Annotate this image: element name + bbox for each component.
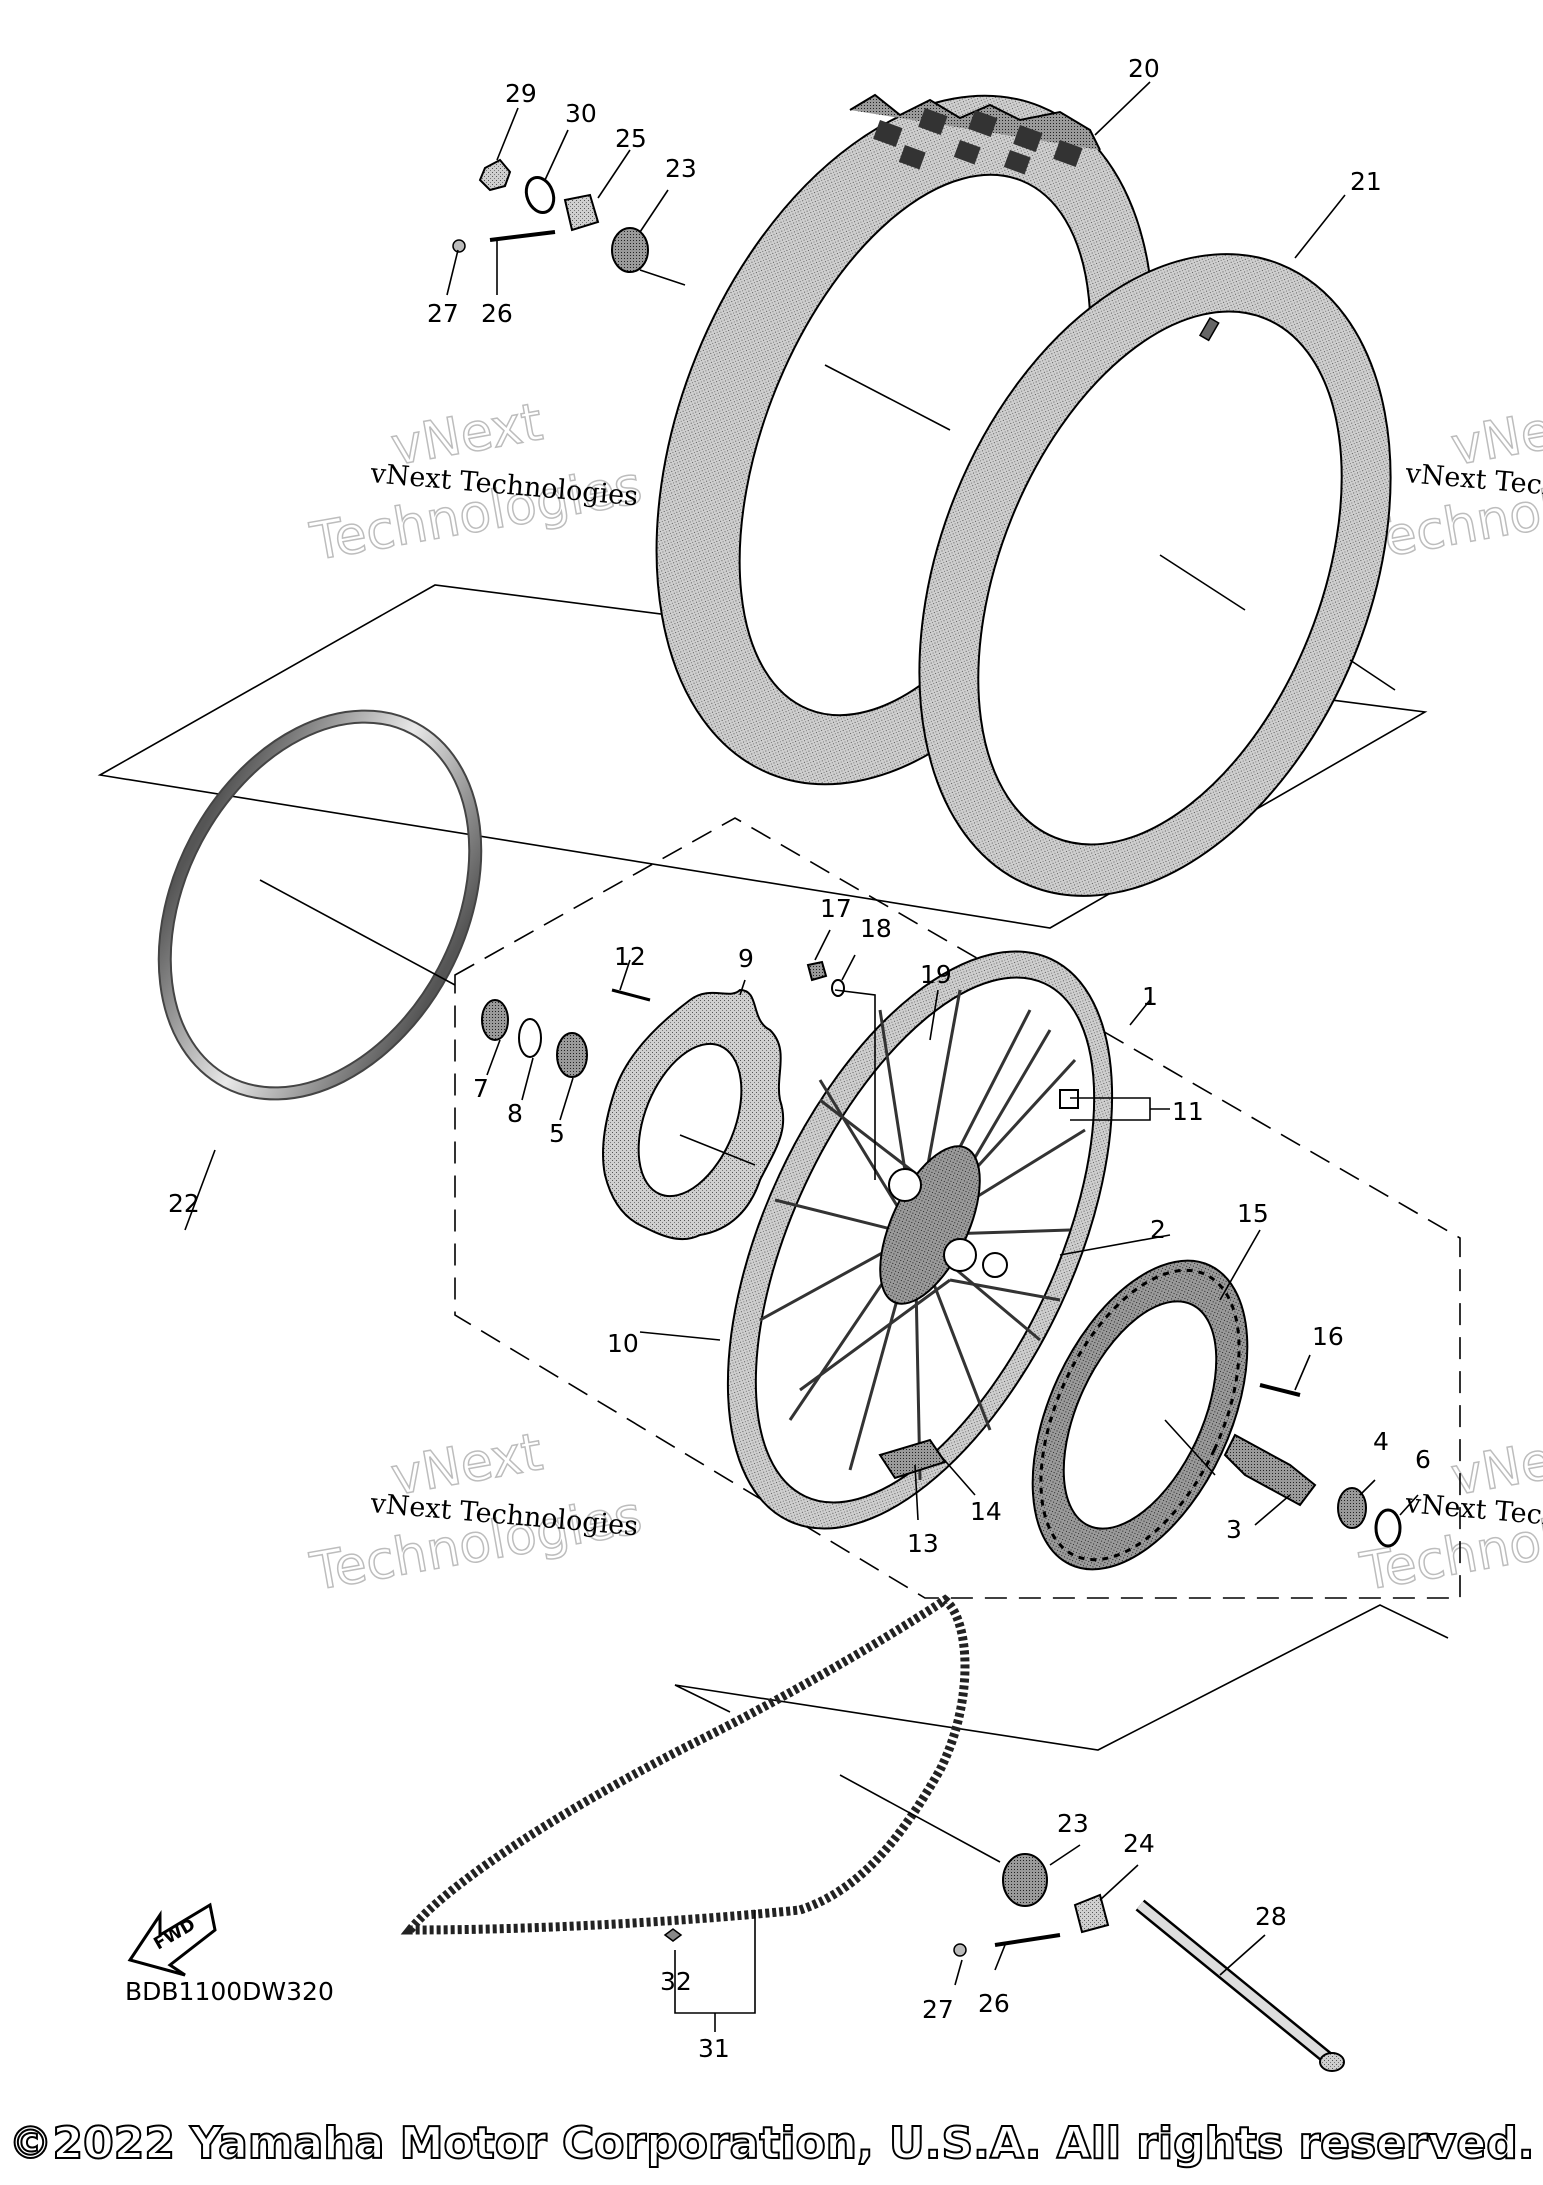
callout-30: 30 [565, 99, 597, 128]
callout-labels: 1 2 3 4 5 6 7 8 9 10 11 12 13 14 15 16 1… [168, 54, 1431, 2063]
callout-1: 1 [1142, 982, 1158, 1011]
callout-2: 2 [1150, 1215, 1166, 1244]
sprocket [1031, 1259, 1249, 1571]
callout-16: 16 [1312, 1322, 1344, 1351]
callout-15: 15 [1237, 1199, 1269, 1228]
callout-22: 22 [168, 1189, 200, 1218]
callout-23-top: 23 [665, 154, 697, 183]
callout-32: 32 [660, 1967, 692, 1996]
callout-11: 11 [1172, 1097, 1204, 1126]
callout-9: 9 [738, 944, 754, 973]
callout-17: 17 [820, 894, 852, 923]
callout-5: 5 [549, 1119, 565, 1148]
watermark-middle: vNext Technologies vNext Technologies [305, 1422, 647, 1604]
callout-14: 14 [970, 1497, 1002, 1526]
callout-26-top: 26 [481, 299, 513, 328]
callout-3: 3 [1226, 1515, 1242, 1544]
callout-31: 31 [698, 2034, 730, 2063]
callout-13: 13 [907, 1529, 939, 1558]
tire-assembly-frame [97, 584, 1428, 929]
callout-26-bottom: 26 [978, 1989, 1010, 2018]
diagram-code: BDB1100DW320 [125, 1977, 334, 2006]
watermark-top: vNext Technologies vNext Technologies [305, 392, 647, 574]
callout-23-bottom: 23 [1057, 1809, 1089, 1838]
callout-20: 20 [1128, 54, 1160, 83]
callout-29: 29 [505, 79, 537, 108]
callout-25: 25 [615, 124, 647, 153]
small-parts [452, 158, 1402, 2072]
callout-8: 8 [507, 1099, 523, 1128]
inner-tube [918, 253, 1392, 897]
rim-band [157, 709, 483, 1101]
callout-18: 18 [860, 914, 892, 943]
callout-10: 10 [607, 1329, 639, 1358]
callout-6: 6 [1415, 1445, 1431, 1474]
wheel-assembly-frame [454, 817, 1461, 1599]
brake-disc [602, 988, 785, 1241]
copyright-notice: ©2022 Yamaha Motor Corporation, U.S.A. A… [8, 2117, 1536, 2170]
callout-12: 12 [614, 942, 646, 971]
callout-27-top: 27 [427, 299, 459, 328]
callout-21: 21 [1350, 167, 1382, 196]
callout-7: 7 [473, 1074, 489, 1103]
callout-28: 28 [1255, 1902, 1287, 1931]
chain-frame [674, 1604, 1449, 1751]
drive-chain [400, 1594, 970, 1935]
callout-27-bottom: 27 [922, 1995, 954, 2024]
callout-4: 4 [1373, 1427, 1389, 1456]
leader-lines [184, 81, 1419, 2032]
callout-19: 19 [920, 960, 952, 989]
wheel-rim-spokes [726, 950, 1114, 1530]
callout-24: 24 [1123, 1829, 1155, 1858]
fwd-arrow-icon: FWD [127, 1902, 217, 1977]
